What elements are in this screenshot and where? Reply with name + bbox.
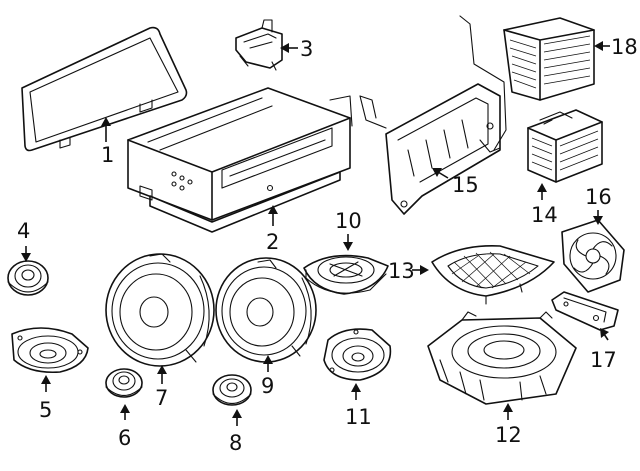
callout-10-label: 10 — [335, 209, 362, 233]
callout-1-label: 1 — [101, 143, 114, 167]
part-14-amplifier[interactable] — [527, 109, 603, 183]
callout-10: 10 — [335, 209, 362, 251]
part-7-woofer[interactable] — [105, 253, 215, 367]
part-4-tweeter[interactable] — [7, 260, 49, 296]
callout-12-label: 12 — [495, 423, 522, 447]
part-11-midrange-speaker[interactable] — [323, 328, 392, 381]
callout-17: 17 — [590, 328, 617, 372]
callout-16-label: 16 — [585, 185, 612, 209]
callout-9-label: 9 — [261, 374, 274, 398]
part-8-tweeter[interactable] — [212, 374, 252, 406]
callout-13: 13 — [388, 259, 429, 283]
part-5-midrange-speaker[interactable] — [11, 327, 89, 374]
part-3-antenna-module[interactable] — [235, 19, 283, 71]
callout-11: 11 — [345, 383, 372, 429]
callout-6-label: 6 — [118, 426, 131, 450]
part-16-cooling-fan[interactable] — [561, 219, 625, 293]
callout-16: 16 — [585, 185, 612, 225]
part-2-head-unit[interactable] — [127, 87, 353, 233]
callout-5-label: 5 — [39, 398, 52, 422]
callout-18-label: 18 — [611, 35, 638, 59]
callout-17-label: 17 — [590, 348, 617, 372]
callout-15: 15 — [432, 168, 479, 197]
callout-6: 6 — [118, 404, 131, 450]
part-6-tweeter[interactable] — [105, 368, 143, 398]
callout-4-label: 4 — [17, 219, 30, 243]
part-15-mounting-bracket[interactable] — [359, 15, 507, 215]
part-9-woofer[interactable] — [215, 257, 317, 363]
callout-15-label: 15 — [452, 173, 479, 197]
part-13-speaker-grille[interactable] — [431, 245, 555, 305]
callout-7: 7 — [155, 365, 168, 410]
callout-2-label: 2 — [266, 230, 279, 254]
callout-8-label: 8 — [229, 431, 242, 455]
part-1-display-screen[interactable] — [21, 26, 188, 152]
callout-3: 3 — [280, 37, 313, 61]
callout-18: 18 — [594, 35, 638, 59]
callout-14-label: 14 — [531, 203, 558, 227]
callout-5: 5 — [39, 375, 52, 422]
callout-11-label: 11 — [345, 405, 372, 429]
callout-7-label: 7 — [155, 386, 168, 410]
part-17-fan-bracket[interactable] — [551, 291, 619, 331]
part-18-control-module[interactable] — [503, 17, 595, 101]
callout-3-label: 3 — [300, 37, 313, 61]
callout-14: 14 — [531, 183, 558, 227]
callout-2: 2 — [266, 205, 279, 254]
part-12-subwoofer[interactable] — [427, 311, 577, 405]
callout-12: 12 — [495, 403, 522, 447]
part-10-center-speaker[interactable] — [303, 254, 389, 295]
callout-9: 9 — [261, 355, 274, 398]
callout-1: 1 — [101, 117, 114, 167]
callout-13-label: 13 — [388, 259, 415, 283]
callout-4: 4 — [17, 219, 31, 262]
callout-8: 8 — [229, 409, 242, 455]
